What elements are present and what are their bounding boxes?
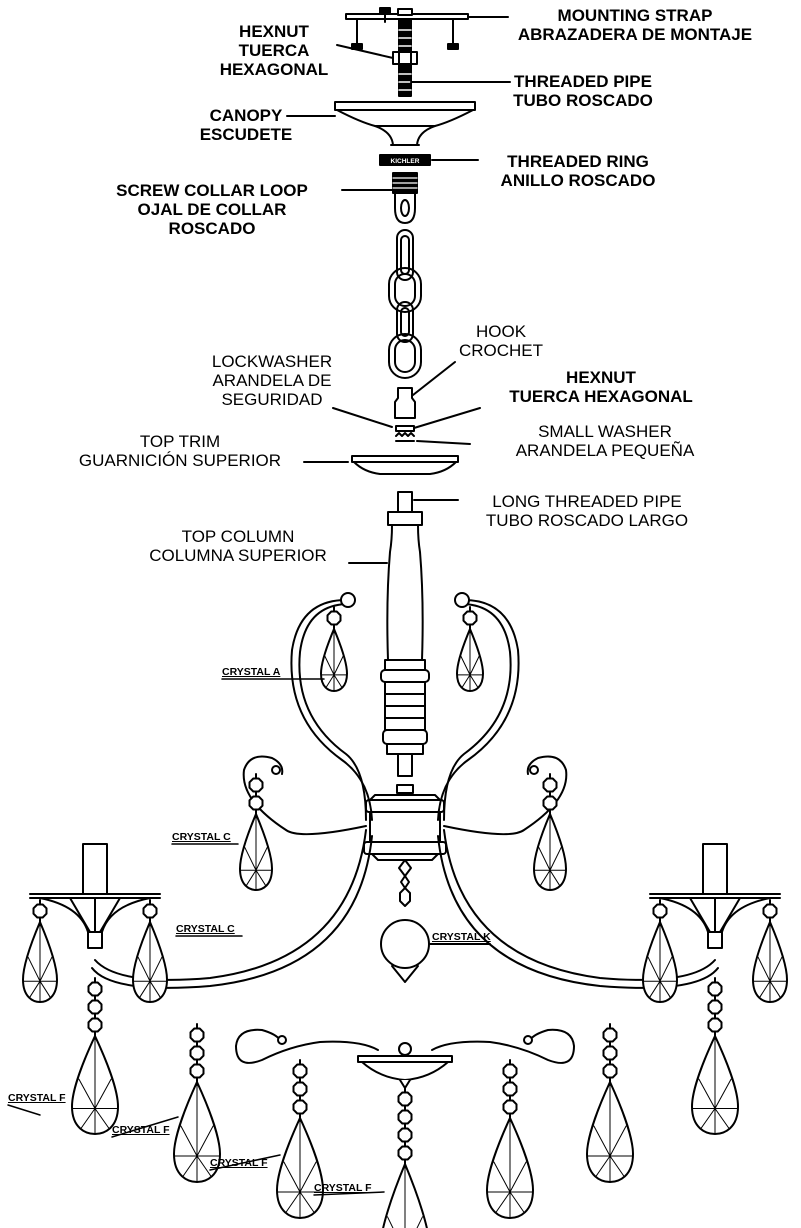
hexnut-mid-en: HEXNUT (566, 368, 636, 387)
lockwasher-es2: SEGURIDAD (221, 390, 323, 409)
top-trim-label: TOP TRIM GUARNICIÓN SUPERIOR (50, 432, 310, 470)
lower-arms-part (91, 829, 719, 989)
threaded-ring-label: THREADED RING ANILLO ROSCADO (478, 152, 678, 190)
crystal-c-cup-4 (752, 899, 788, 1003)
small-washer-label: SMALL WASHER ARANDELA PEQUEÑA (470, 422, 740, 460)
screw-collar-loop-part (341, 172, 418, 224)
candle-cups-part (29, 843, 781, 949)
lockwasher-es1: ARANDELA DE (212, 371, 332, 390)
threaded-pipe-en: THREADED PIPE (514, 72, 652, 91)
crystal-f-label-1: CRYSTAL F (8, 1092, 66, 1104)
crystal-f-7 (691, 977, 739, 1135)
bottom-scroll-part (235, 1028, 575, 1089)
hook-label: HOOK CROCHET (446, 322, 556, 360)
top-trim-en: TOP TRIM (139, 432, 221, 451)
crystal-c-cup-2 (132, 899, 168, 1003)
crystals-part (22, 606, 788, 1228)
long-threaded-pipe-label: LONG THREADED PIPE TUBO ROSCADO LARGO (452, 492, 722, 530)
long-threaded-pipe-en: LONG THREADED PIPE (492, 492, 682, 511)
canopy-en: CANOPY (209, 106, 283, 125)
lockwasher-en: LOCKWASHER (211, 352, 333, 371)
top-trim-es: GUARNICIÓN SUPERIOR (78, 451, 282, 470)
top-column-es: COLUMNA SUPERIOR (149, 546, 327, 565)
small-washer-es: ARANDELA PEQUEÑA (515, 441, 695, 460)
crystal-c-upper-right (533, 773, 567, 891)
crystal-c-label-lower: CRYSTAL C (176, 923, 235, 935)
center-body-part (363, 784, 447, 889)
crystal-f-6 (586, 1023, 634, 1183)
crystal-c-label-upper: CRYSTAL C (172, 831, 231, 843)
top-trim-part (303, 455, 459, 475)
mounting-strap-label: MOUNTING STRAP ABRAZADERA DE MONTAJE (500, 6, 770, 44)
crystal-f-4 (382, 1087, 428, 1228)
crystal-a-left (320, 606, 348, 692)
hook-en: HOOK (475, 322, 527, 341)
threaded-pipe-es: TUBO ROSCADO (513, 91, 653, 110)
hexnut-mid-es: TUERCA HEXAGONAL (509, 387, 693, 406)
crystal-a-label: CRYSTAL A (222, 666, 281, 678)
crystal-f-label-2: CRYSTAL F (112, 1124, 170, 1136)
canopy-label: CANOPY ESCUDETE (196, 106, 296, 144)
crystal-leaders (7, 678, 385, 1196)
hexnut-top-en: HEXNUT (239, 22, 309, 41)
brand-stamp: KICHLER (391, 158, 420, 165)
threaded-ring-part (379, 154, 479, 166)
long-threaded-pipe-es: TUBO ROSCADO LARGO (485, 511, 689, 530)
small-washer-en: SMALL WASHER (538, 422, 672, 441)
scroll-arms-part (242, 755, 568, 836)
chain-part (388, 229, 422, 379)
threaded-pipe-label: THREADED PIPE TUBO ROSCADO (503, 72, 663, 110)
screw-collar-loop-es1: OJAL DE COLLAR (137, 200, 287, 219)
hexnut-top-label: HEXNUT TUERCA HEXAGONAL (214, 22, 334, 79)
screw-collar-loop-label: SCREW COLLAR LOOP OJAL DE COLLAR ROSCADO (92, 181, 332, 238)
hexnut-top-es1: TUERCA (238, 41, 310, 60)
mounting-strap-es: ABRAZADERA DE MONTAJE (517, 25, 753, 44)
crystal-c-upper-left (239, 773, 273, 891)
crystal-f-label-3: CRYSTAL F (210, 1157, 268, 1169)
canopy-part (286, 101, 476, 146)
hook-es: CROCHET (458, 341, 544, 360)
hook-part (394, 361, 456, 419)
mounting-strap-part (345, 7, 509, 50)
screw-collar-loop-es2: ROSCADO (168, 219, 256, 238)
crystal-f-2 (173, 1023, 221, 1183)
long-threaded-pipe-part (397, 491, 459, 513)
threaded-pipe-part (336, 19, 511, 97)
top-column-en: TOP COLUMN (181, 527, 295, 546)
crystal-k-label: CRYSTAL K (432, 931, 491, 943)
screw-collar-loop-en: SCREW COLLAR LOOP (116, 181, 308, 200)
threaded-ring-es: ANILLO ROSCADO (500, 171, 656, 190)
upper-arms-part (290, 592, 520, 821)
crystal-f-5 (486, 1059, 534, 1219)
washers-part (332, 407, 481, 445)
crystal-c-cup-1 (22, 899, 58, 1003)
crystal-k-part (380, 887, 491, 983)
lockwasher-label: LOCKWASHER ARANDELA DE SEGURIDAD (182, 352, 362, 409)
hexnut-mid-label: HEXNUT TUERCA HEXAGONAL (476, 368, 726, 406)
crystal-c-cup-3 (642, 899, 678, 1003)
crystal-f-label-4: CRYSTAL F (314, 1182, 372, 1194)
hexnut-top-es2: HEXAGONAL (219, 60, 329, 79)
top-column-label: TOP COLUMN COLUMNA SUPERIOR (118, 527, 358, 565)
crystal-f-3 (276, 1059, 324, 1219)
top-column-part (348, 511, 430, 777)
mounting-strap-en: MOUNTING STRAP (557, 6, 713, 25)
crystal-f-1 (71, 977, 119, 1135)
crystal-a-right (456, 606, 484, 692)
canopy-es: ESCUDETE (199, 125, 293, 144)
threaded-ring-en: THREADED RING (507, 152, 649, 171)
